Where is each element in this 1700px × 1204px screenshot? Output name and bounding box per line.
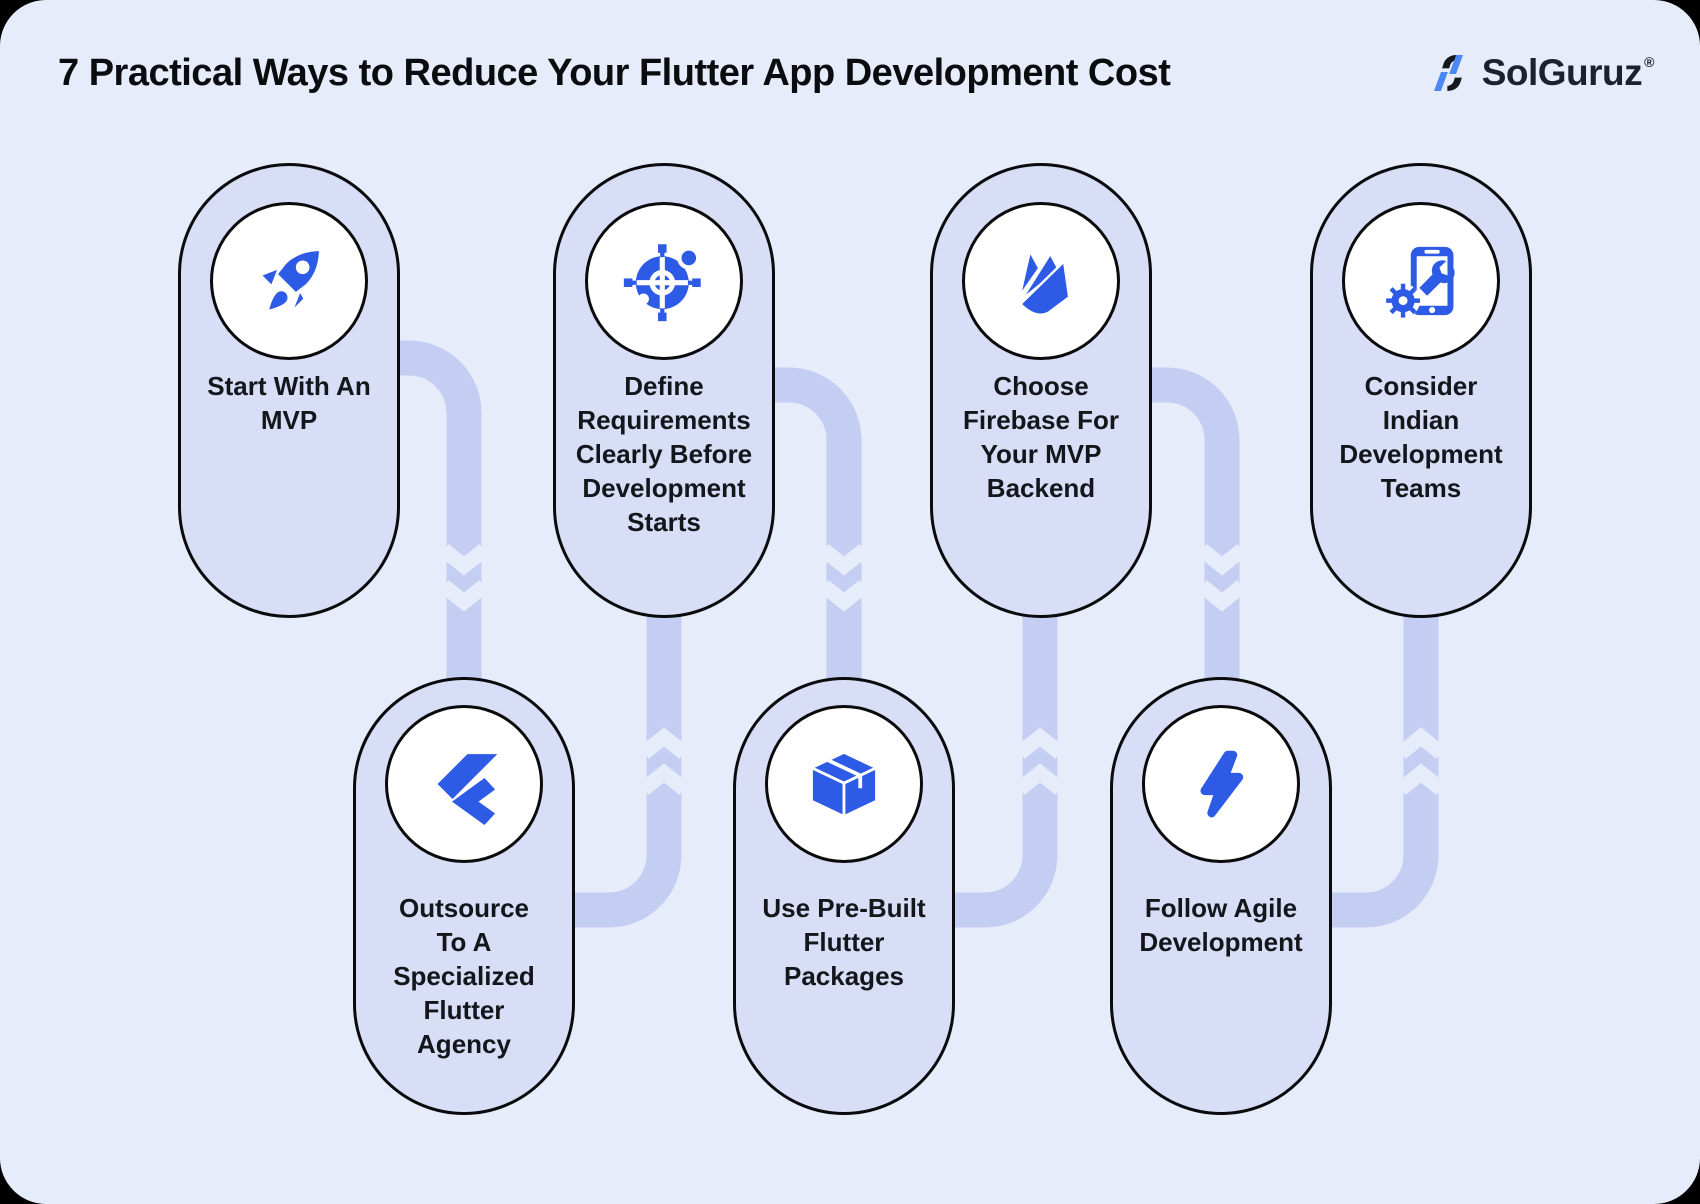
target-scope-icon (623, 244, 701, 322)
step-pill-1: Start With An MVP (178, 163, 400, 618)
step-pill-6: Use Pre-Built Flutter Packages (733, 677, 955, 1115)
firebase-icon (1018, 249, 1071, 316)
connector-1-down (388, 340, 482, 700)
icon-circle (585, 202, 743, 360)
icon-circle (210, 202, 368, 360)
chevron-up-icon (639, 727, 1446, 795)
solguruz-bolt-icon (1433, 55, 1463, 91)
logo-name: SolGuruz (1481, 52, 1643, 93)
step-pill-3: Choose Firebase For Your MVP Backend (930, 163, 1152, 618)
step-pill-7: Follow Agile Development (1110, 677, 1332, 1115)
chevron-down-icon (439, 544, 1247, 612)
connector-3-down (763, 367, 862, 700)
connector-5-down (1140, 367, 1240, 700)
step-pill-5: Outsource To A Specialized Flutter Agenc… (353, 677, 575, 1115)
connector-6-up (1323, 608, 1439, 928)
page-title: 7 Practical Ways to Reduce Your Flutter … (58, 52, 1171, 94)
step-label: Follow Agile Development (1139, 893, 1303, 957)
step-pill-4: Consider Indian Development Teams (1310, 163, 1532, 618)
logo-text: SolGuruz® (1481, 52, 1655, 94)
registered-mark: ® (1644, 54, 1654, 70)
icon-circle (385, 705, 543, 863)
rocket-icon (262, 251, 319, 310)
step-label: Outsource To A Specialized Flutter Agenc… (393, 893, 535, 1059)
brand-logo: SolGuruz® (1432, 44, 1654, 102)
step-label: Consider Indian Development Teams (1339, 371, 1503, 503)
package-box-icon (810, 751, 878, 818)
phone-tools-icon (1385, 246, 1455, 318)
flutter-icon (437, 754, 498, 825)
icon-circle (1142, 705, 1300, 863)
lightning-bolt-icon (1200, 750, 1244, 818)
icon-circle (765, 705, 923, 863)
connector-4-up (946, 608, 1058, 928)
step-pill-2: Define Requirements Clearly Before Devel… (553, 163, 775, 618)
step-label: Use Pre-Built Flutter Packages (762, 893, 926, 991)
step-label: Choose Firebase For Your MVP Backend (962, 371, 1120, 503)
connector-2-up (566, 608, 682, 928)
icon-circle (1342, 202, 1500, 360)
icon-circle (962, 202, 1120, 360)
step-label: Start With An MVP (207, 371, 371, 435)
step-label: Define Requirements Clearly Before Devel… (575, 371, 753, 537)
